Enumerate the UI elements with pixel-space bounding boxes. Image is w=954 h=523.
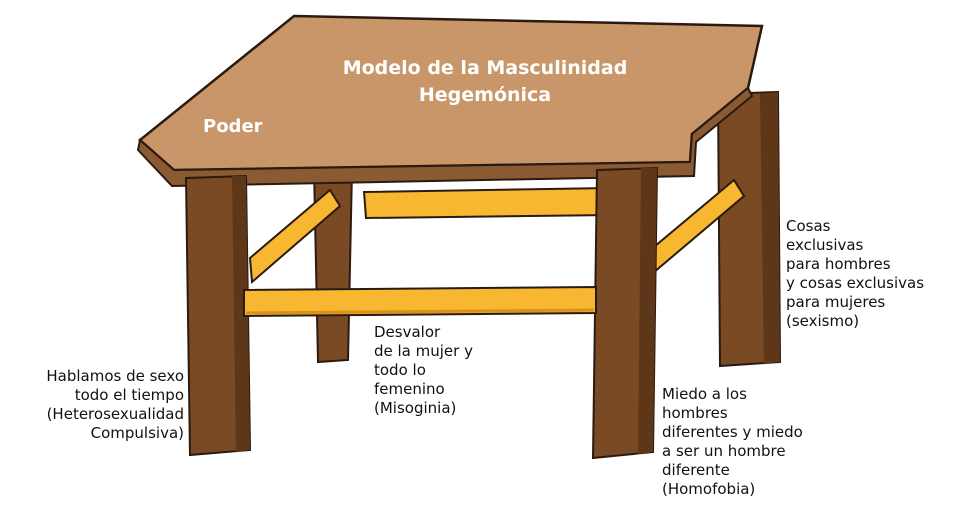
back-right-leg-shade — [760, 92, 780, 364]
title-line-1: Modelo de la Masculinidad — [342, 57, 628, 79]
corner-label-poder: Poder — [203, 116, 263, 137]
leg-label-front-right: Miedo a los hombres diferentes y miedo a… — [662, 385, 803, 498]
front-right-leg-shade — [638, 168, 657, 454]
diagram-title: Modelo de la Masculinidad Hegemónica — [300, 55, 670, 109]
tabletop-edge — [136, 86, 754, 188]
title-line-2: Hegemónica — [418, 84, 552, 106]
front-rung-shadow — [245, 308, 595, 315]
leg-label-back-right: Cosas exclusivas para hombres y cosas ex… — [786, 217, 925, 330]
leg-label-back-left: Desvalor de la mujer y todo lo femenino … — [374, 323, 473, 417]
front-left-leg-shade — [232, 176, 250, 452]
leg-label-front-left: Hablamos de sexo todo el tiempo (Heteros… — [46, 367, 184, 442]
left-side-rung — [248, 188, 342, 285]
back-rung — [362, 186, 614, 220]
front-rung — [243, 285, 597, 318]
